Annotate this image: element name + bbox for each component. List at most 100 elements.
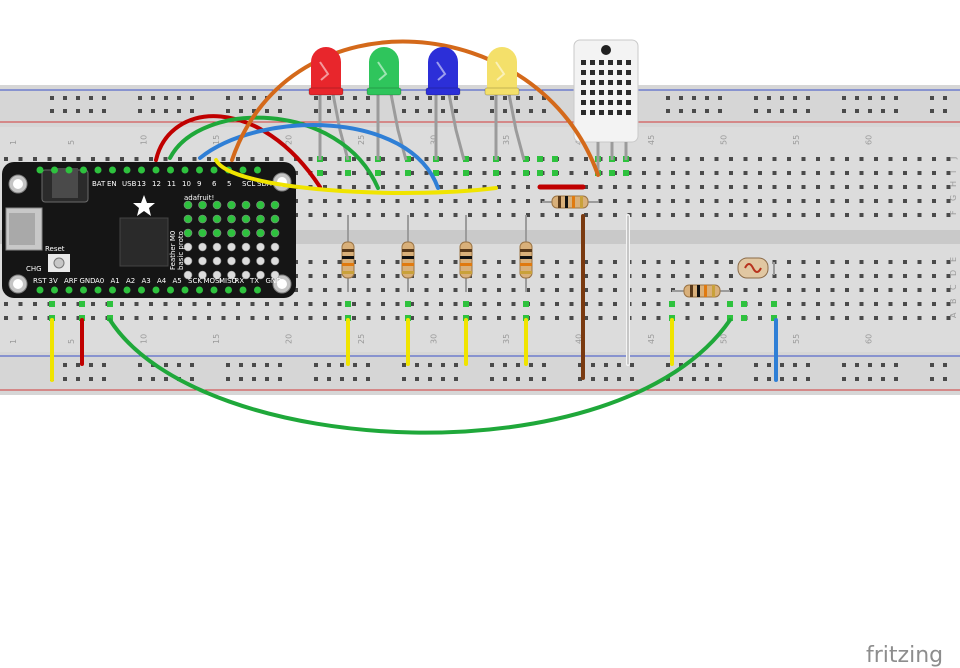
board-name-label: Feather M0 [169,231,177,270]
pin-label-top: USB [122,180,137,188]
pin-top [94,166,102,174]
pin-bottom [94,286,102,294]
column-number: 5 [67,140,76,145]
pin-bottom [123,286,131,294]
dht-sensor [573,39,639,175]
pin-label-top: 6 [212,180,217,188]
column-number: 35 [502,334,511,344]
pin-top [210,166,218,174]
pin-label-bottom: MOSI [204,277,222,285]
column-number: 5 [67,339,76,344]
column-number: 10 [140,334,149,344]
row-letter: B [949,299,958,305]
star-logo-icon [133,195,155,216]
column-number: 55 [792,135,801,145]
pin-label-bottom: TX [249,277,259,285]
column-number: 30 [430,334,439,344]
pin-label-bottom: A5 [173,277,182,285]
pin-top [80,166,87,174]
photoresistor [737,257,775,279]
pin-top [138,166,145,174]
column-number: 45 [647,135,656,145]
led-legs [318,93,526,161]
pin-label-top: SDA [257,180,272,188]
pin-label-top: 10 [182,180,191,188]
resistor-ldr-divider [672,284,730,298]
column-number: 30 [430,135,439,145]
pin-bottom [80,286,87,294]
led-yellow [484,47,520,96]
pin-bottom [65,286,73,294]
pin-top [65,166,73,174]
column-number: 35 [502,135,511,145]
pin-label-top: EN [107,180,117,188]
pin-bottom [36,286,44,294]
pin-top [254,166,261,174]
row-letter: A [949,312,958,318]
row-letter: H [949,181,958,187]
pin-label-bottom: RST [33,277,47,285]
wire [168,115,380,190]
fritzing-watermark: fritzing [866,643,943,668]
pin-label-bottom: A3 [142,277,151,285]
resistor-1 [341,215,355,292]
column-number: 15 [212,334,221,344]
resistors [341,195,730,298]
pin-label-bottom: RX [235,277,245,285]
pin-top [36,166,44,174]
pin-label-top: BAT [92,180,106,188]
pin-bottom [109,286,116,294]
column-number: 1 [9,140,18,145]
reset-label: Reset [45,245,65,253]
pin-bottom [210,286,218,294]
pin-label-top: SCL [242,180,255,188]
row-letter: J [949,157,958,160]
pin-label-bottom: A0 [95,277,104,285]
pin-top [109,166,116,174]
wire [198,123,440,190]
pin-bottom [254,286,261,294]
resistor-2 [401,215,415,292]
pin-top [167,166,174,174]
column-number: 15 [212,135,221,145]
row-letter: G [949,195,958,201]
feather-pins [36,166,261,294]
column-number: 20 [285,135,294,145]
column-number: 25 [357,135,366,145]
pin-bottom [167,286,174,294]
column-number: 60 [865,135,874,145]
pin-label-top: 13 [137,180,146,188]
pin-label-bottom: A1 [111,277,120,285]
row-letter: I [949,171,958,173]
wire [108,318,732,435]
leds [308,47,520,96]
row-letter: C [949,284,958,290]
pin-label-bottom: MISO [219,277,238,285]
chg-label: CHG [26,265,42,273]
pin-bottom [152,286,160,294]
pin-label-top: 5 [227,180,231,188]
pin-top [123,166,131,174]
pin-bottom [51,286,58,294]
board-sub-label: basic proto [177,231,185,270]
column-number: 50 [720,334,729,344]
column-number: 55 [792,334,801,344]
led-blue [425,47,461,96]
pin-label-bottom: GND [266,277,282,285]
pin-label-top: 12 [152,180,161,188]
pin-bottom [181,286,189,294]
row-letter: E [949,257,958,262]
wire [214,158,498,195]
pin-bottom [225,286,232,294]
wire [230,39,600,177]
column-number: 50 [720,135,729,145]
proto-grid [183,200,280,280]
pin-bottom [138,286,145,294]
